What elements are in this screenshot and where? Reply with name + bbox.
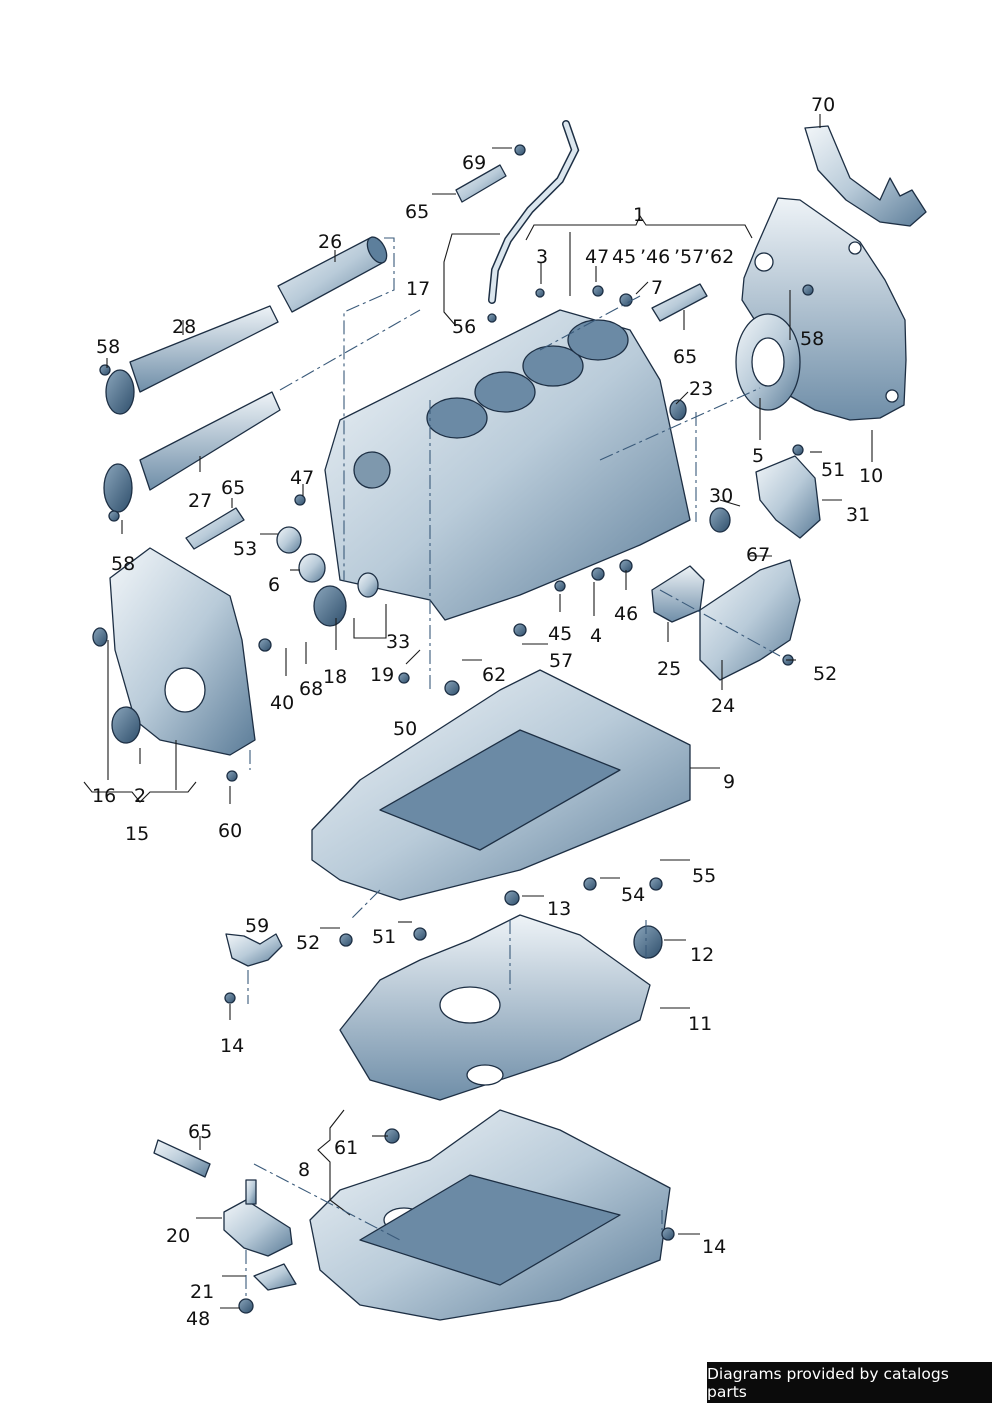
callout-52: 52 [296, 932, 320, 954]
callout-57: ’57 [674, 246, 704, 268]
callout-24: 24 [711, 695, 735, 717]
callout-28: 28 [172, 316, 196, 338]
callout-56: 56 [452, 316, 476, 338]
part-sprocket [313, 585, 347, 627]
callout-58: 58 [111, 553, 135, 575]
callout-55: 55 [692, 865, 716, 887]
callout-65: 65 [673, 346, 697, 368]
part-upper-cover [804, 125, 927, 227]
callout-40: 40 [270, 692, 294, 714]
part-gasket-plate [741, 197, 907, 421]
callout-61: 61 [334, 1137, 358, 1159]
part-sealant-tube-65c [185, 507, 245, 550]
dash-lines [245, 237, 781, 1300]
callout-6: 6 [268, 574, 280, 596]
part-dipstick-tube [488, 120, 580, 304]
callout-53: 53 [233, 538, 257, 560]
callout-12: 12 [690, 944, 714, 966]
callout-4: 4 [590, 625, 602, 647]
callout-15: 15 [125, 823, 149, 845]
callout-11: 11 [688, 1013, 712, 1035]
credit-text: Diagrams provided by catalogs parts [707, 1364, 949, 1401]
callout-62: ’62 [704, 246, 734, 268]
callout-46: ’46 [640, 246, 670, 268]
callout-47: 47 [290, 467, 314, 489]
callout-59: 59 [245, 915, 269, 937]
callout-labels: 70 69 65 26 17 56 1 3 47 45 ’46 ’57 ’62 … [92, 94, 883, 1330]
callout-21: 21 [190, 1281, 214, 1303]
part-sealant-tube-69 [455, 164, 507, 203]
part-coolant-housing [699, 559, 801, 681]
callout-51: 51 [372, 926, 396, 948]
callout-58: 58 [96, 336, 120, 358]
callout-20: 20 [166, 1225, 190, 1247]
callout-69: 69 [462, 152, 486, 174]
callout-48: 48 [186, 1308, 210, 1330]
callout-54: 54 [621, 884, 645, 906]
callout-14: 14 [702, 1236, 726, 1258]
callout-50: 50 [393, 718, 417, 740]
callout-70: 70 [811, 94, 835, 116]
callout-60: 60 [218, 820, 242, 842]
callout-17: 17 [406, 278, 430, 300]
callout-65: 65 [405, 201, 429, 223]
callout-46: 46 [614, 603, 638, 625]
callout-68: 68 [299, 678, 323, 700]
callout-14: 14 [220, 1035, 244, 1057]
callout-9: 9 [723, 771, 735, 793]
callout-13: 13 [547, 898, 571, 920]
callout-65: 65 [188, 1121, 212, 1143]
callout-3: 3 [536, 246, 548, 268]
callout-57: 57 [549, 650, 573, 672]
callout-62: 62 [482, 664, 506, 686]
callout-52: 52 [813, 663, 837, 685]
part-sealant-tube-7 [651, 283, 708, 322]
callout-1: 1 [633, 204, 645, 226]
callout-30: 30 [709, 485, 733, 507]
callout-18: 18 [323, 666, 347, 688]
part-bracket-21 [253, 1263, 297, 1291]
small-bolts [99, 144, 814, 1241]
part-oil-sensor [225, 933, 283, 967]
callout-58: 58 [800, 328, 824, 350]
callout-65: 65 [221, 477, 245, 499]
callout-2: 2 [134, 785, 146, 807]
callout-26: 26 [318, 231, 342, 253]
callout-45: 45 [612, 246, 636, 268]
part-balance-shaft-lower [139, 391, 281, 491]
part-sealant-tube-65d [153, 1139, 211, 1178]
callout-25: 25 [657, 658, 681, 680]
part-gasket-25 [651, 565, 705, 623]
callout-27: 27 [188, 490, 212, 512]
callout-10: 10 [859, 465, 883, 487]
callout-7: 7 [651, 277, 663, 299]
callout-5: 5 [752, 445, 764, 467]
part-timing-cover [109, 547, 256, 756]
leader-lines [83, 114, 873, 1309]
callout-16: 16 [92, 785, 116, 807]
credit-banner: Diagrams provided by catalogs parts [707, 1362, 992, 1403]
callout-45: 45 [548, 623, 572, 645]
callout-23: 23 [689, 378, 713, 400]
part-drain-cap [633, 925, 663, 959]
part-thermostat-housing [755, 455, 821, 539]
callout-8: 8 [298, 1159, 310, 1181]
callout-19: 19 [370, 664, 394, 686]
part-level-sensor [223, 1199, 293, 1257]
callout-47: 47 [585, 246, 609, 268]
callout-51: 51 [821, 459, 845, 481]
part-balance-shaft-upper [129, 305, 279, 393]
callout-33: 33 [386, 631, 410, 653]
callout-31: 31 [846, 504, 870, 526]
callout-67: 67 [746, 544, 770, 566]
